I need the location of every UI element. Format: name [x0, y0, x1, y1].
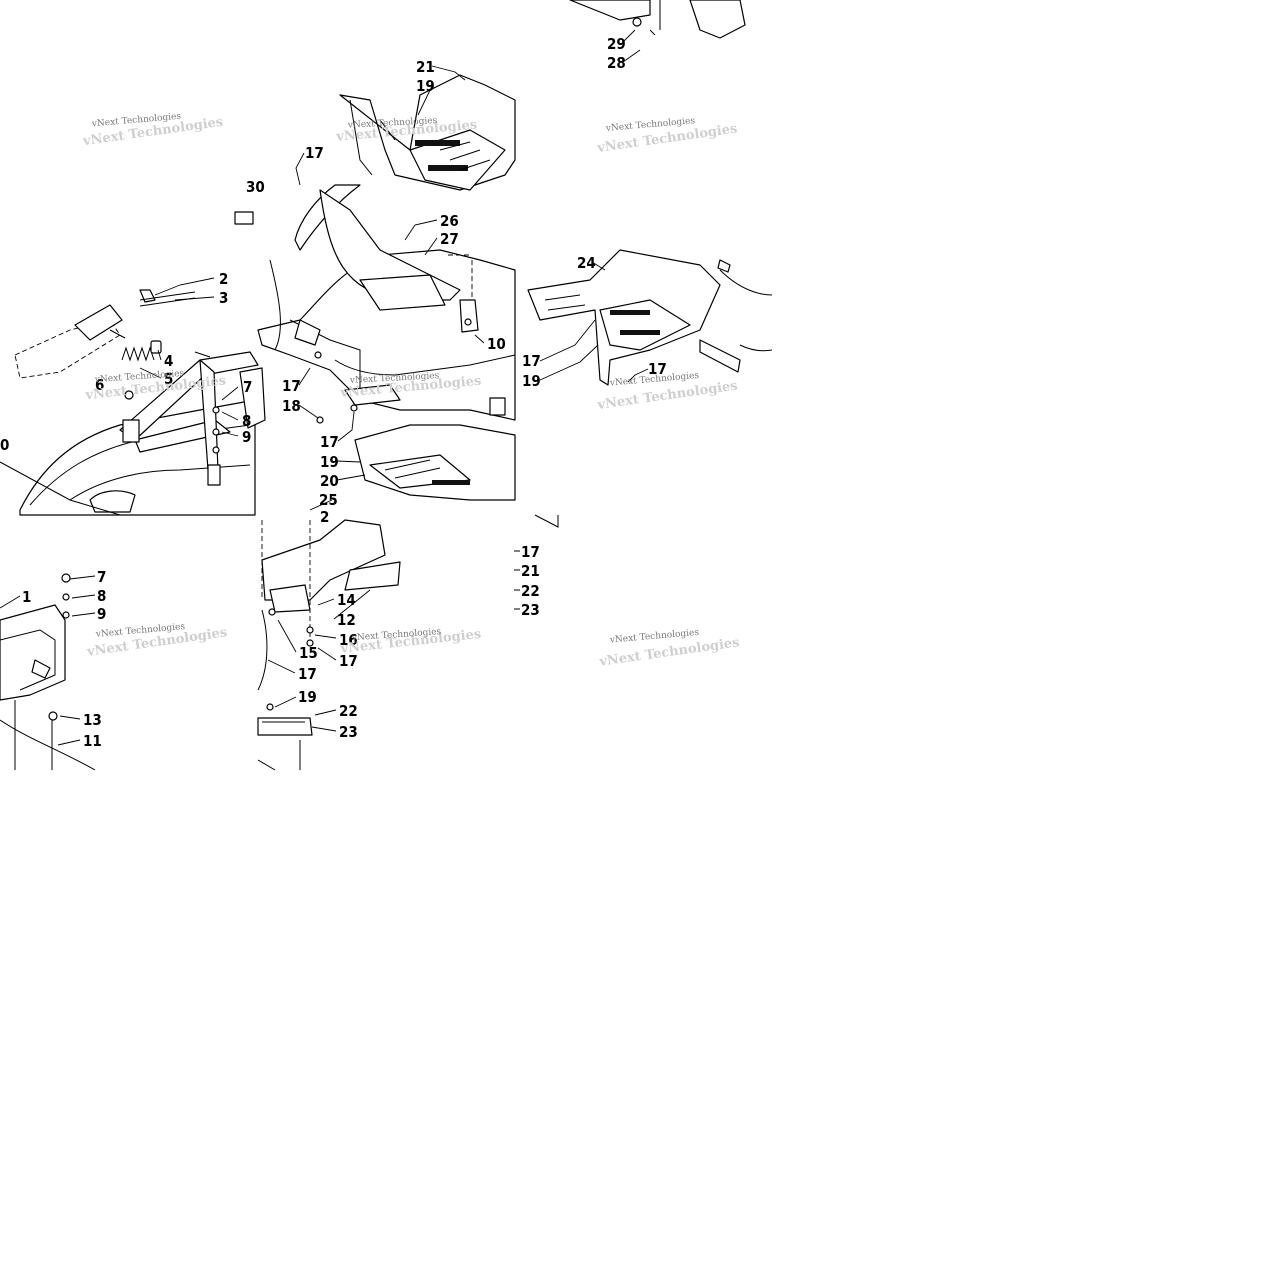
callout-14: 14: [337, 591, 356, 609]
spring-illustration: [121, 346, 155, 362]
callout-17d: 17: [522, 352, 541, 370]
footwell-right-illustration: [527, 249, 773, 386]
callout-1: 1: [22, 588, 31, 606]
callout-13: 13: [83, 711, 102, 729]
callout-20: 20: [320, 472, 339, 490]
callout-25: 25: [319, 491, 338, 509]
watermarks: vNext Technologies vNext Technologies vN…: [81, 112, 740, 670]
callout-15: 15: [299, 644, 318, 662]
callout-17c: 17: [320, 433, 339, 451]
callout-7b: 7: [97, 568, 106, 586]
callout-17b: 17: [282, 377, 301, 395]
leader-lines: [0, 29, 649, 746]
callout-labels: 0 1 2 3 4 5 6 7 8 9 10 11 12 13 14 15 16…: [0, 35, 667, 750]
bracket-lower-illustration: [257, 519, 401, 771]
callout-10: 10: [487, 335, 506, 353]
callout-16: 16: [339, 631, 358, 649]
callout-24: 24: [577, 254, 596, 272]
callout-9b: 9: [97, 605, 106, 623]
callout-19b: 19: [320, 453, 339, 471]
footwell-lower-illustration: [354, 424, 516, 501]
callout-5: 5: [164, 370, 173, 388]
callout-30: 30: [246, 178, 265, 196]
callout-18: 18: [282, 397, 301, 415]
callout-21a: 21: [416, 58, 435, 76]
callout-17a: 17: [305, 144, 324, 162]
callout-19c: 19: [522, 372, 541, 390]
callout-3: 3: [219, 289, 228, 307]
callout-7a: 7: [243, 378, 252, 396]
callout-28: 28: [607, 54, 626, 72]
callout-22a: 22: [339, 702, 358, 720]
callout-23a: 23: [339, 723, 358, 741]
callout-23b: 23: [521, 601, 540, 619]
callout-2: 2: [219, 270, 228, 288]
callout-22b: 22: [521, 582, 540, 600]
watermark-text: vNext Technologies: [347, 116, 438, 131]
callout-27: 27: [440, 230, 459, 248]
footwell-top-illustration: [339, 74, 516, 191]
watermark-text: vNext Technologies: [349, 371, 440, 386]
callout-17e: 17: [648, 360, 667, 378]
callout-17f: 17: [339, 652, 358, 670]
callout-26: 26: [440, 212, 459, 230]
callout-2-partial: 2: [320, 508, 329, 526]
callout-8b: 8: [97, 587, 106, 605]
callout-8a: 8: [242, 412, 251, 430]
callout-6: 6: [95, 376, 104, 394]
callout-21b: 21: [521, 562, 540, 580]
callout-12: 12: [337, 611, 356, 629]
callout-9a: 9: [242, 428, 251, 446]
callout-0: 0: [0, 436, 9, 454]
callout-29: 29: [607, 35, 626, 53]
callout-19a: 19: [416, 77, 435, 95]
fender-body-illustration: [257, 184, 516, 424]
rack-assembly-illustration: [0, 289, 266, 516]
callout-4: 4: [164, 352, 173, 370]
callout-11: 11: [83, 732, 102, 750]
callout-17h: 17: [521, 543, 540, 561]
rack-lower-illustration: [0, 573, 96, 771]
callout-17g: 17: [298, 665, 317, 683]
bracket-top-illustration: [569, 0, 746, 39]
callout-19d: 19: [298, 688, 317, 706]
